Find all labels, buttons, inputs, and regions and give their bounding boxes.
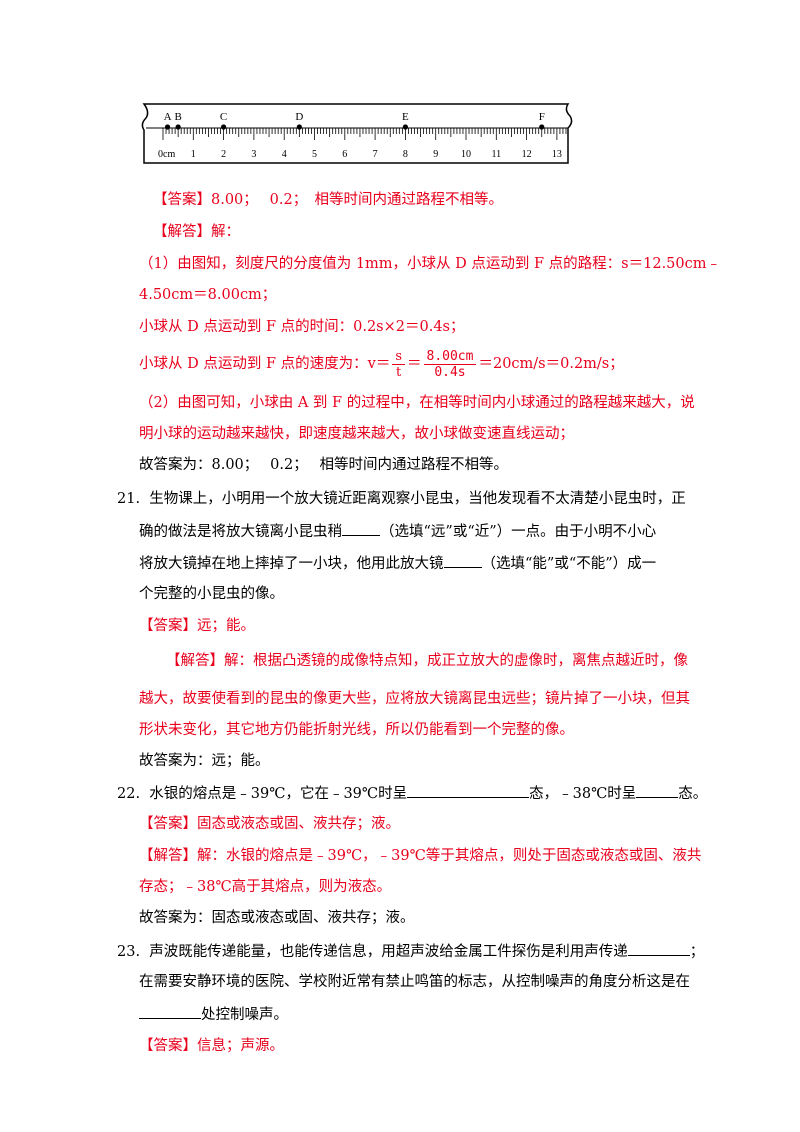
q23-line2: 在需要安静环境的医院、学校附近常有禁止鸣笛的标志，从控制噪声的角度分析这是在 bbox=[139, 974, 690, 990]
ruler-point-label: F bbox=[539, 111, 545, 123]
q20-analysis-heading: 【解答】解： bbox=[153, 222, 240, 242]
ruler-number: 4 bbox=[282, 149, 287, 160]
question-number: 22. bbox=[117, 786, 141, 802]
ruler-number: 8 bbox=[403, 149, 408, 160]
answer-text: 信息；声源。 bbox=[197, 1038, 284, 1054]
speed-suffix: ＝20cm/s＝0.2m/s； bbox=[478, 356, 624, 372]
q23-answer: 【答案】信息；声源。 bbox=[139, 1036, 284, 1056]
q20-p2-line1: （2）由图可知，小球由 A 到 F 的过程中，在相等时间内小球通过的路程越来越大… bbox=[139, 395, 695, 411]
q21-analysis-line1: 【解答】解：根据凸透镜的成像特点知，成正立放大的虚像时，离焦点越近时，像 bbox=[166, 653, 688, 669]
q22-blank-1[interactable] bbox=[407, 783, 530, 798]
ruler-point-label: D bbox=[295, 111, 303, 123]
q22-analysis-line1: 【解答】解：水银的熔点是﹣39℃，﹣39℃等于其熔点，则处于固态或液态或固、液共 bbox=[139, 848, 702, 864]
ruler-point-d bbox=[296, 124, 302, 130]
q20-final: 故答案为：8.00； 0.2； 相等时间内通过路程不相等。 bbox=[139, 457, 509, 473]
q21-blank-2[interactable] bbox=[443, 553, 482, 568]
q21-line2: 确的做法是将放大镜离小昆虫稍（选填“远”或“近”）一点。由于小明不小心 bbox=[139, 521, 656, 542]
q23-blank-1[interactable] bbox=[627, 941, 690, 956]
question-number: 23. bbox=[117, 944, 141, 960]
q21-line1: 21. 生物课上，小明用一个放大镜近距离观察小昆虫，当他发现看不太清楚小昆虫时，… bbox=[117, 491, 686, 507]
ruler-number: 2 bbox=[221, 149, 226, 160]
ruler-point-label: A bbox=[164, 111, 172, 123]
ruler-zero-label: 0cm bbox=[158, 149, 175, 160]
ruler-point-f bbox=[539, 124, 545, 130]
answer-label: 【答案】 bbox=[139, 618, 197, 634]
ruler-number: 10 bbox=[461, 149, 471, 160]
ruler-point-a bbox=[164, 124, 171, 130]
ruler-point-label: C bbox=[220, 111, 227, 123]
q22-final: 故答案为：固态或液态或固、液共存；液。 bbox=[139, 910, 415, 926]
q20-p2-line2: 明小球的运动越来越快，即速度越来越大，故小球做变速直线运动； bbox=[139, 426, 574, 442]
analysis-label: 【解答】 bbox=[153, 224, 211, 240]
ruler-number: 6 bbox=[342, 149, 347, 160]
q21-line4: 个完整的小昆虫的像。 bbox=[139, 586, 284, 602]
answer-label: 【答案】 bbox=[139, 816, 197, 832]
q21-analysis-line3: 形状未变化，其它地方仍能折射光线，所以仍能看到一个完整的像。 bbox=[139, 722, 574, 738]
q22-analysis-line2: 存态；﹣38℃高于其熔点，则为液态。 bbox=[139, 879, 392, 895]
q21-line3: 将放大镜掉在地上摔掉了一小块，他用此放大镜（选填“能”或“不能”）成一 bbox=[139, 553, 656, 574]
q22-line1: 22. 水银的熔点是﹣39℃，它在﹣39℃时呈态，﹣38℃时呈态。 bbox=[117, 783, 707, 804]
ruler-number: 9 bbox=[433, 149, 438, 160]
q20-answer: 【答案】8.00； 0.2； 相等时间内通过路程不相等。 bbox=[153, 190, 503, 210]
q20-p1-line2: 4.50cm＝8.00cm； bbox=[139, 287, 277, 303]
ruler-number: 5 bbox=[312, 149, 317, 160]
ruler-point-b bbox=[175, 124, 181, 130]
ruler-point-label: E bbox=[402, 111, 409, 123]
q22-blank-2[interactable] bbox=[636, 783, 679, 798]
q23-line1: 23. 声波既能传递能量，也能传递信息，用超声波给金属工件探伤是利用声传递； bbox=[117, 941, 704, 962]
ruler-number: 1 bbox=[191, 149, 196, 160]
answer-text: 远；能。 bbox=[197, 618, 255, 634]
ruler-number: 12 bbox=[522, 149, 532, 160]
q21-blank-1[interactable] bbox=[342, 521, 380, 536]
q21-final: 故答案为：远；能。 bbox=[139, 753, 270, 769]
ruler-number: 7 bbox=[373, 149, 378, 160]
answer-text: 8.00； 0.2； 相等时间内通过路程不相等。 bbox=[211, 192, 503, 208]
question-number: 21. bbox=[117, 491, 141, 507]
answer-label: 【答案】 bbox=[153, 192, 211, 208]
equals-sign: ＝ bbox=[407, 356, 422, 372]
q21-analysis-line2: 越大，故要使看到的昆虫的像更大些，应将放大镜离昆虫远些；镜片掉了一小块，但其 bbox=[139, 691, 690, 707]
ruler-number: 3 bbox=[251, 149, 256, 160]
ruler-point-e bbox=[402, 124, 408, 130]
ruler-point-label: B bbox=[174, 111, 181, 123]
analysis-label: 【解答】 bbox=[166, 653, 224, 669]
q21-answer: 【答案】远；能。 bbox=[139, 616, 255, 636]
ruler-number: 13 bbox=[552, 149, 562, 160]
q20-p1-time: 小球从 D 点运动到 F 点的时间：0.2s×2＝0.4s； bbox=[139, 319, 465, 335]
q23-line3: 处控制噪声。 bbox=[139, 1004, 288, 1025]
q20-p1-line1: （1）由图知，刻度尺的分度值为 1mm，小球从 D 点运动到 F 点的路程：s＝… bbox=[139, 256, 722, 272]
analysis-label: 【解答】 bbox=[139, 848, 197, 864]
ruler-number: 11 bbox=[491, 149, 501, 160]
ruler-point-c bbox=[221, 124, 227, 130]
q22-answer: 【答案】固态或液态或固、液共存；液。 bbox=[139, 814, 400, 834]
analysis-intro: 解： bbox=[211, 224, 240, 240]
speed-prefix: 小球从 D 点运动到 F 点的速度为：v＝ bbox=[139, 356, 391, 372]
q23-blank-2[interactable] bbox=[139, 1004, 201, 1019]
answer-text: 固态或液态或固、液共存；液。 bbox=[197, 816, 400, 832]
ruler-ticks bbox=[162, 128, 567, 140]
answer-label: 【答案】 bbox=[139, 1038, 197, 1054]
